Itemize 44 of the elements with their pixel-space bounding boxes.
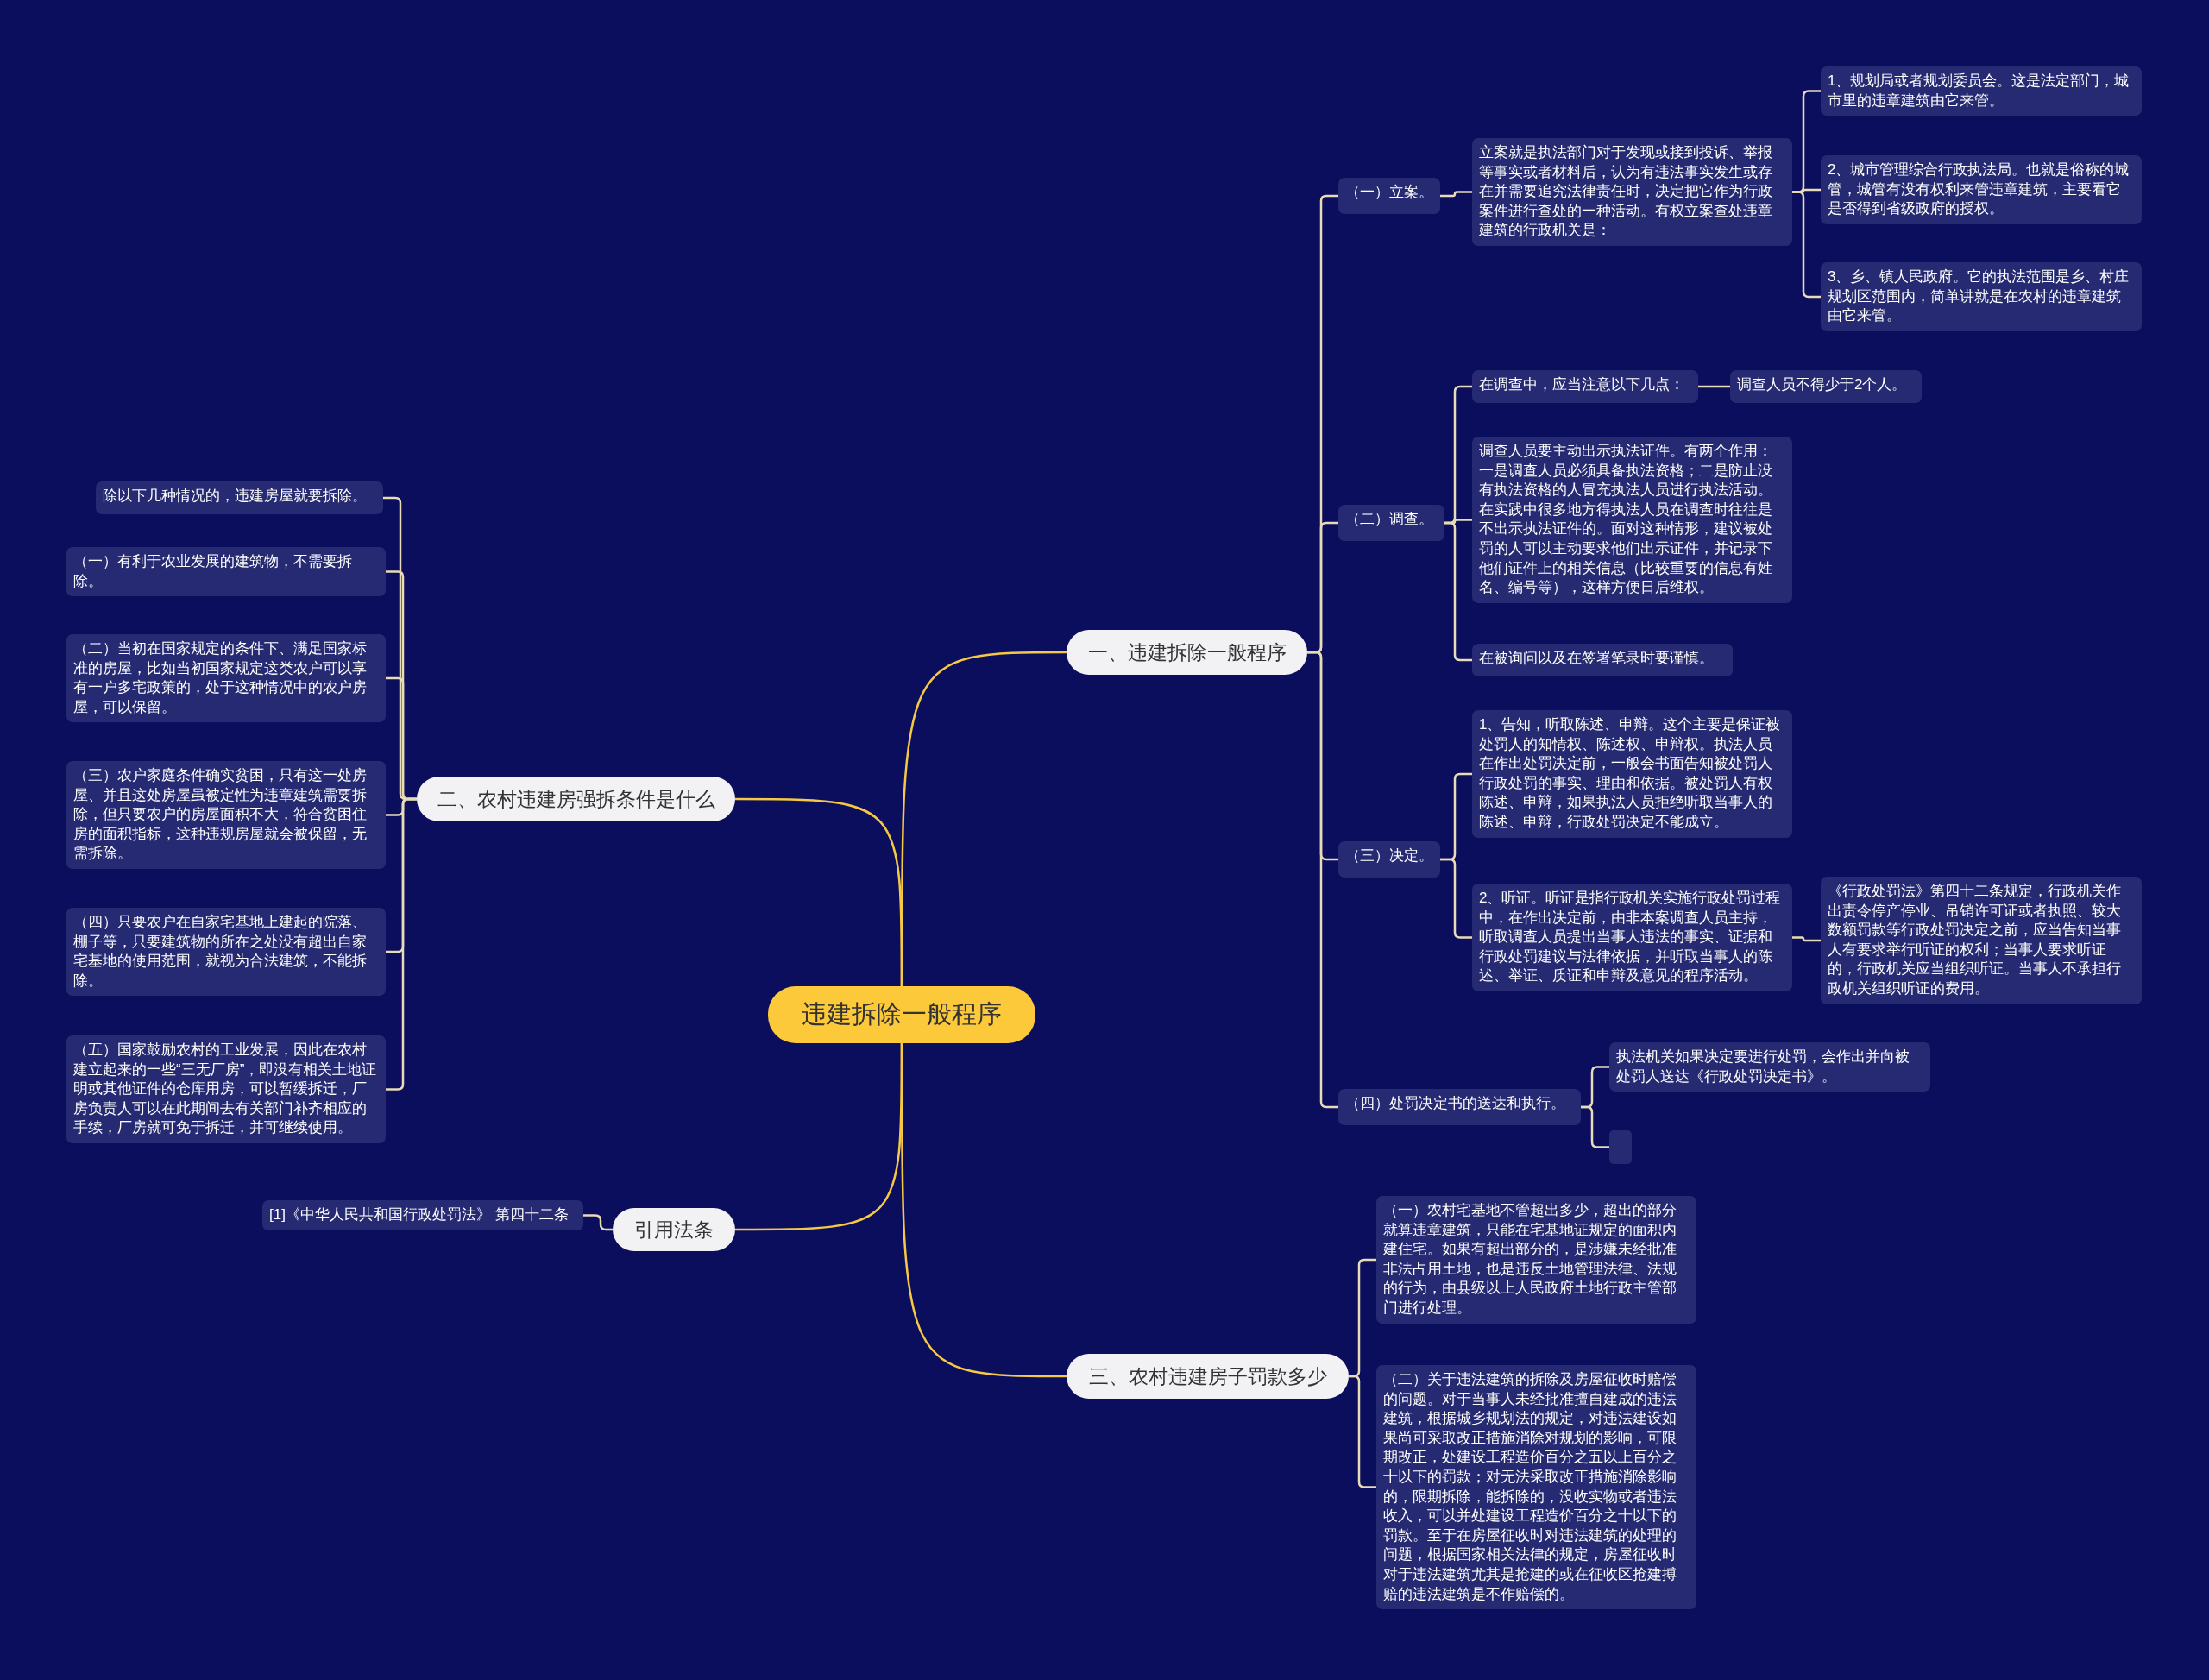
connector-line <box>583 1214 613 1231</box>
text-box: 调查人员不得少于2个人。 <box>1730 370 1922 403</box>
connector-line <box>1792 191 1821 299</box>
topic-pill: 一、违建拆除一般程序 <box>1067 630 1307 675</box>
text-box: 执法机关如果决定要进行处罚，会作出并向被处罚人送达《行政处罚决定书》。 <box>1609 1042 1930 1092</box>
text-box: 2、听证。听证是指行政机关实施行政处罚过程中，在作出决定前，由非本案调查人员主持，听取调查人员提出当事人违法的事实、证据和行政处罚建议与法律依据，并听取当事人的陈述、举证、质证和申辩及意见的程序活动。 <box>1472 884 1792 991</box>
text-box: （二）关于违法建筑的拆除及房屋征收时赔偿的问题。对于当事人未经批准擅自建成的违法建筑，根据城乡规划法的规定，对违法建设如果尚可采取改正措施消除对规划的影响，可限期改正，处建设工程造价百分之五以上百分之十以下的罚款；对无法采取改正措施消除影响的，限期拆除，能拆除的，没收实物或者违法收入，可以并处建设工程造价百分之十以下的罚款。至于在房屋征收时对违法建筑的处理的问题，根据国家相关法律的规定，房屋征收时对于违法建筑尤其是抢建的或在征收区抢建搏赔的违法建筑是不作赔偿的。 <box>1376 1365 1696 1610</box>
text-box: 立案就是执法部门对于发现或接到投诉、举报等事实或者材料后，认为有违法事实发生或存在并需要追究法律责任时，决定把它作为行政案件进行查处的一种活动。有权立案查处违章建筑的行政机关是： <box>1472 138 1792 246</box>
connector-line <box>900 1043 1067 1378</box>
text-box: （二）调查。 <box>1338 505 1444 541</box>
text-box: （三）决定。 <box>1338 841 1440 878</box>
central-topic: 违建拆除一般程序 <box>768 986 1035 1043</box>
connector-line <box>1440 191 1472 198</box>
text-box: 1、规划局或者规划委员会。这是法定部门，城市里的违章建筑由它来管。 <box>1821 66 2142 116</box>
topic-pill: 三、农村违建房子罚款多少 <box>1067 1354 1349 1399</box>
connector-line <box>1792 936 1821 942</box>
empty-box <box>1609 1130 1632 1164</box>
connector-line <box>735 797 903 986</box>
text-box: 3、乡、镇人民政府。它的执法范围是乡、村庄规划区范围内，简单讲就是在农村的违章建筑由它来管。 <box>1821 262 2142 331</box>
text-box: [1]《中华人民共和国行政处罚法》 第四十二条 <box>262 1200 583 1230</box>
text-box: 《行政处罚法》第四十二条规定，行政机关作出责令停产停业、吊销许可证或者执照、较大数额罚款等行政处罚决定之前，应当告知当事人有要求举行听证的权利；当事人要求听证的，行政机关应当组织听证。当事人不承担行政机关组织听证的费用。 <box>1821 877 2142 1004</box>
connector-line <box>1440 858 1472 939</box>
connector-line <box>1444 521 1472 662</box>
topic-pill: 二、农村违建房强拆条件是什么 <box>417 777 735 821</box>
text-box: 在调查中，应当注意以下几点： <box>1472 370 1698 403</box>
text-box: 1、告知，听取陈述、申辩。这个主要是保证被处罚人的知情权、陈述权、申辩权。执法人员在作出处罚决定前，一般会书面告知被处罚人行政处罚的事实、理由和依据。被处罚人有权陈述、申辩，如果执法人员拒绝听取当事人的陈述、申辩，行政处罚决定不能成立。 <box>1472 710 1792 838</box>
topic-pill: 引用法条 <box>613 1208 735 1251</box>
text-box: （一）农村宅基地不管超出多少，超出的部分就算违章建筑，只能在宅基地证规定的面积内建住宅。如果有超出部分的，是涉嫌未经批准非法占用土地，也是违反土地管理法律、法规的行为，由县级以上人民政府土地行政主管部门进行处理。 <box>1376 1196 1696 1324</box>
text-box: 调查人员要主动出示执法证件。有两个作用：一是调查人员必须具备执法资格；二是防止没有执法资格的人冒充执法人员进行执法活动。在实践中很多地方得执法人员在调查时往往是不出示执法证件的。面对这种情形，建议被处罚的人可以主动要求他们出示证件，并记录下他们证件上的相关信息（比较重要的信息有姓名、编号等），这样方便日后维权。 <box>1472 437 1792 603</box>
text-box: （一）有利于农业发展的建筑物，不需要拆除。 <box>66 547 386 597</box>
text-box: （二）当初在国家规定的条件下、满足国家标准的房屋，比如当初国家规定这类农户可以享有一户多宅政策的，处于这种情况中的农户房屋，可以保留。 <box>66 634 386 723</box>
connector-line <box>1581 1105 1609 1148</box>
connector-line <box>386 797 417 1091</box>
connector-line <box>1307 651 1338 1109</box>
text-box: 除以下几种情况的，违建房屋就要拆除。 <box>96 481 383 514</box>
text-box: （一）立案。 <box>1338 178 1440 214</box>
text-box: 在被询问以及在签署笔录时要谨慎。 <box>1472 644 1733 676</box>
text-box: （四）只要农户在自家宅基地上建起的院落、棚子等，只要建筑物的所在之处没有超出自家宅基地的使用范围，就视为合法建筑，不能拆除。 <box>66 908 386 997</box>
text-box: 2、城市管理综合行政执法局。也就是俗称的城管，城管有没有权利来管违章建筑，主要看它是否得到省级政府的授权。 <box>1821 155 2142 224</box>
text-box: （五）国家鼓励农村的工业发展，因此在农村建立起来的一些“三无厂房”，即没有相关土地证明或其他证件的仓库用房，可以暂缓拆迁，厂房负责人可以在此期间去有关部门补齐相应的手续，厂房就可免于拆迁，并可继续使用。 <box>66 1035 386 1143</box>
text-box: （四）处罚决定书的送达和执行。 <box>1338 1089 1581 1125</box>
text-box: （三）农户家庭条件确实贫困，只有这一处房屋、并且这处房屋虽被定性为违章建筑需要拆除，但只要农户的房屋面积不大，符合贫困住房的面积指标，这种违规房屋就会被保留，无需拆除。 <box>66 761 386 869</box>
connector-line <box>1349 1375 1376 1488</box>
connector-line <box>1698 385 1730 388</box>
